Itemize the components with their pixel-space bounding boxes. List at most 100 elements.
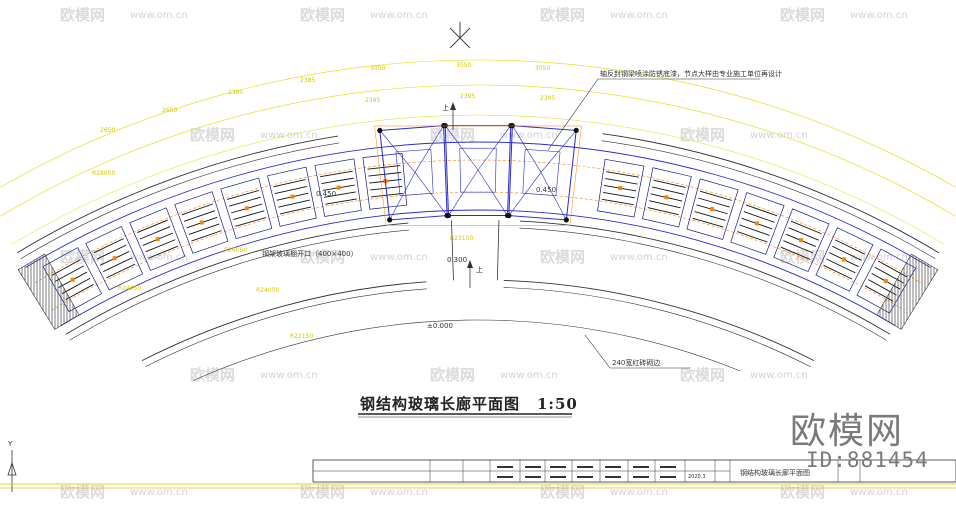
watermark-url: www.om.cn bbox=[610, 10, 668, 21]
steel-panel bbox=[85, 225, 144, 291]
steel-node bbox=[336, 185, 341, 190]
joist-line bbox=[605, 178, 638, 185]
radius-dim: R23150 bbox=[450, 235, 473, 242]
watermark-text: 欧模网 bbox=[300, 248, 345, 266]
arc-line bbox=[503, 287, 811, 368]
joist-line bbox=[780, 246, 811, 260]
steel-panel bbox=[395, 148, 434, 196]
steel-node bbox=[883, 279, 888, 284]
column-node bbox=[387, 217, 393, 223]
steel-node bbox=[70, 277, 75, 282]
arc-line bbox=[519, 220, 891, 335]
joist-line bbox=[65, 284, 94, 301]
joist-line bbox=[145, 239, 176, 253]
dim-text: 2385 bbox=[300, 77, 315, 84]
steel-node bbox=[112, 256, 117, 261]
column-node bbox=[506, 212, 512, 219]
steel-panel bbox=[220, 177, 273, 240]
north-arrow-icon bbox=[449, 22, 471, 49]
level-mark: 0.450 bbox=[316, 190, 336, 198]
watermark-url: www.om.cn bbox=[130, 487, 188, 498]
steel-panel bbox=[459, 147, 497, 193]
titleblock-mark bbox=[660, 466, 676, 468]
up-arrow-icon: 上 bbox=[467, 260, 483, 288]
hip-rafter bbox=[448, 169, 479, 216]
wall-note: 240宽红砖砌边 bbox=[612, 358, 660, 367]
titleblock-mark bbox=[577, 466, 593, 468]
joist-line bbox=[325, 198, 357, 205]
steel-panel bbox=[267, 166, 317, 227]
watermark-url: www.om.cn bbox=[370, 487, 428, 498]
arc-line bbox=[0, 84, 956, 217]
steel-panel bbox=[174, 191, 229, 254]
steel-panel bbox=[362, 152, 408, 210]
titleblock-mark bbox=[660, 476, 676, 478]
hip-rafter bbox=[540, 130, 577, 173]
joist-line bbox=[647, 207, 679, 216]
steel-panel bbox=[686, 178, 739, 240]
titleblock-sheet-name: 钢结构玻璃长廊平面图 bbox=[740, 468, 810, 477]
steel-node bbox=[842, 257, 847, 262]
radius-dim: R26050 bbox=[224, 247, 247, 254]
svg-text:上: 上 bbox=[476, 265, 483, 274]
joist-line bbox=[602, 198, 634, 206]
title-block: 2020.3 钢结构玻璃长廊平面图 bbox=[0, 459, 956, 489]
watermark-text: 欧模网 bbox=[540, 248, 585, 266]
steel-panel bbox=[815, 227, 874, 292]
watermark-url: www.om.cn bbox=[130, 252, 188, 263]
hip-rafter bbox=[540, 172, 567, 221]
arc-line bbox=[11, 114, 945, 245]
column-node bbox=[509, 123, 515, 129]
steel-node bbox=[798, 238, 803, 243]
dim-text: 2395 bbox=[540, 95, 555, 102]
arc-line bbox=[20, 142, 340, 260]
titleblock-mark bbox=[497, 476, 513, 478]
steel-node bbox=[290, 194, 295, 199]
arc-line bbox=[0, 59, 956, 188]
radius-dim: R24050 bbox=[118, 285, 141, 292]
dim-text: 3050 bbox=[370, 65, 385, 72]
top-note: 轴反封钢梁喷涂防锈底漆，节点大样由专业施工单位再设计 bbox=[600, 69, 782, 78]
stair-hatch bbox=[17, 253, 80, 330]
svg-text:Y: Y bbox=[7, 440, 13, 448]
watermark-url: www.om.cn bbox=[500, 130, 558, 141]
joist-line bbox=[603, 191, 635, 199]
joist-line bbox=[184, 210, 216, 222]
watermark-url: www.om.cn bbox=[750, 370, 808, 381]
steel-panel bbox=[773, 208, 830, 273]
joist-line bbox=[273, 179, 306, 188]
titleblock-date: 2020.3 bbox=[688, 474, 706, 480]
joist-line bbox=[788, 227, 819, 241]
joist-line bbox=[651, 186, 684, 195]
level-mark: ±0.000 bbox=[427, 322, 453, 330]
steel-panel bbox=[597, 158, 645, 218]
joist-line bbox=[323, 191, 356, 198]
left-note: 钢架玻璃棚开口（400×400） bbox=[262, 249, 358, 258]
joist-line bbox=[106, 263, 136, 279]
watermark-text: 欧模网 bbox=[780, 483, 825, 501]
corridor-plan bbox=[0, 59, 956, 381]
joist-line bbox=[698, 197, 730, 208]
joist-line bbox=[233, 210, 265, 221]
steel-panel bbox=[129, 207, 186, 271]
brand-id: ID:881454 bbox=[806, 448, 929, 472]
arc-line bbox=[601, 140, 936, 260]
joist-line bbox=[694, 211, 726, 221]
joist-line bbox=[834, 239, 866, 255]
dim-text: 2395 bbox=[460, 93, 475, 100]
joist-line bbox=[137, 219, 168, 233]
watermark-text: 欧模网 bbox=[300, 483, 345, 501]
watermark-url: www.om.cn bbox=[260, 130, 318, 141]
arc-line bbox=[141, 281, 427, 362]
watermark-url: www.om.cn bbox=[370, 252, 428, 263]
walkway-edge bbox=[496, 220, 500, 281]
steel-panel bbox=[522, 148, 561, 196]
joist-line bbox=[139, 226, 171, 240]
dim-text: 3050 bbox=[535, 65, 550, 72]
arc-line bbox=[519, 227, 887, 341]
joist-line bbox=[96, 244, 127, 260]
hip-rafter bbox=[512, 125, 542, 173]
joist-line bbox=[229, 196, 261, 207]
joist-line bbox=[191, 230, 222, 242]
joist-line bbox=[739, 224, 770, 236]
